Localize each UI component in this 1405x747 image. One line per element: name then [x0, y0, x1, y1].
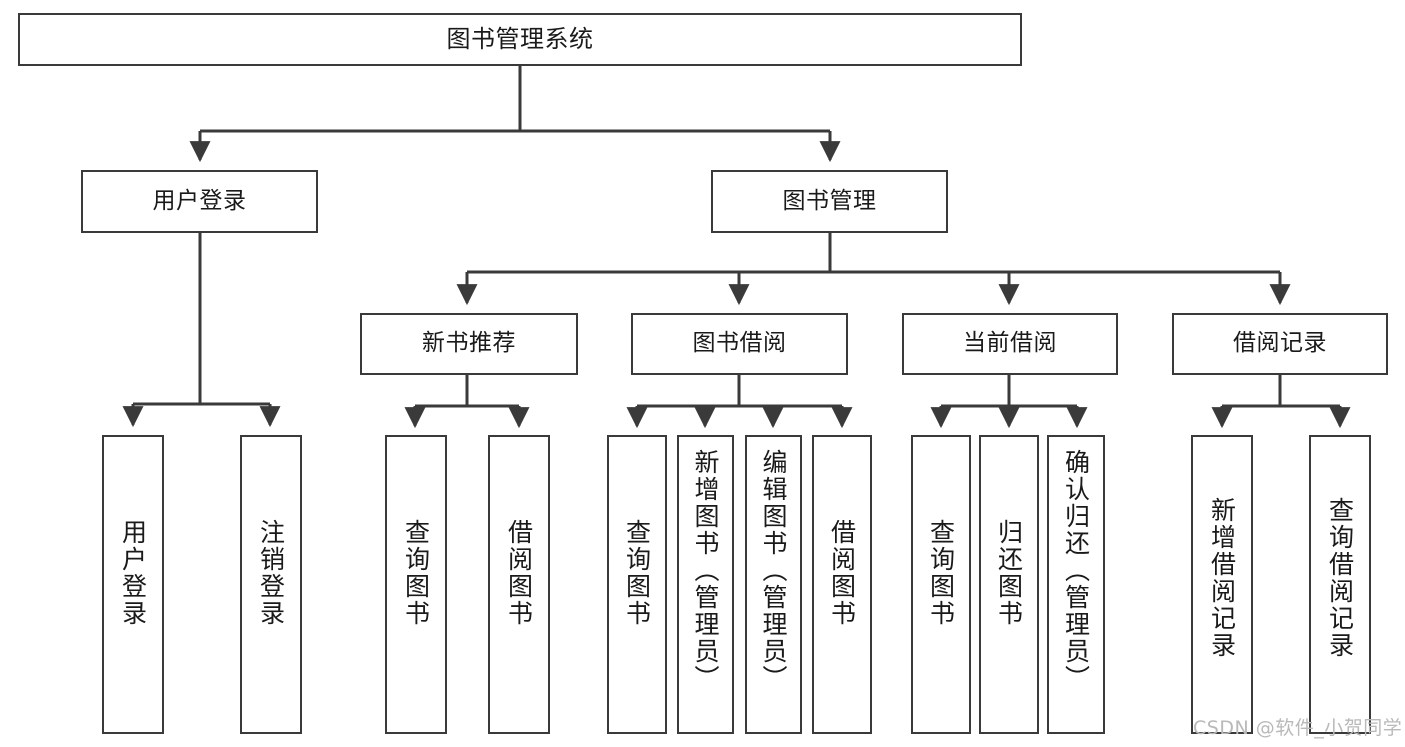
node-root-label: 图书管理系统 [446, 25, 594, 54]
node-leaf-add-record-label: 新增借阅记录 [1207, 497, 1237, 659]
node-book-borrow-label: 图书借阅 [692, 330, 787, 357]
node-leaf-query-book-1[interactable]: 查询图书 [385, 435, 447, 734]
node-leaf-query-book-3[interactable]: 查询图书 [911, 435, 971, 734]
node-book-manage[interactable]: 图书管理 [711, 170, 948, 233]
node-leaf-logout-login-label: 注销登录 [256, 519, 286, 627]
node-borrow-record[interactable]: 借阅记录 [1172, 313, 1388, 375]
node-leaf-add-record[interactable]: 新增借阅记录 [1191, 435, 1253, 734]
node-leaf-query-book-1-label: 查询图书 [401, 519, 431, 627]
node-new-book-recommend[interactable]: 新书推荐 [360, 313, 578, 375]
node-leaf-confirm-return-label: 确认归还（管理员） [1061, 449, 1091, 692]
node-leaf-borrow-book-1-label: 借阅图书 [504, 519, 534, 627]
node-user-login-label: 用户登录 [152, 187, 247, 214]
node-leaf-query-book-2-label: 查询图书 [622, 519, 652, 627]
node-book-manage-label: 图书管理 [782, 187, 877, 214]
node-leaf-borrow-book-2-label: 借阅图书 [827, 519, 857, 627]
node-leaf-edit-book[interactable]: 编辑图书（管理员） [745, 435, 802, 734]
node-leaf-user-login[interactable]: 用户登录 [102, 435, 164, 734]
node-leaf-return-book[interactable]: 归还图书 [979, 435, 1039, 734]
node-book-borrow[interactable]: 图书借阅 [631, 313, 848, 375]
node-current-borrow[interactable]: 当前借阅 [902, 313, 1118, 375]
node-root[interactable]: 图书管理系统 [18, 13, 1022, 66]
node-leaf-borrow-book-1[interactable]: 借阅图书 [488, 435, 550, 734]
node-leaf-query-book-2[interactable]: 查询图书 [607, 435, 667, 734]
node-leaf-confirm-return[interactable]: 确认归还（管理员） [1047, 435, 1105, 734]
node-current-borrow-label: 当前借阅 [963, 330, 1057, 357]
node-leaf-query-record-label: 查询借阅记录 [1325, 497, 1355, 659]
node-leaf-borrow-book-2[interactable]: 借阅图书 [812, 435, 872, 734]
node-leaf-user-login-label: 用户登录 [118, 519, 148, 627]
node-borrow-record-label: 借阅记录 [1233, 330, 1327, 357]
node-leaf-add-book[interactable]: 新增图书（管理员） [677, 435, 734, 734]
node-leaf-return-book-label: 归还图书 [994, 519, 1024, 627]
node-user-login[interactable]: 用户登录 [81, 170, 318, 233]
node-leaf-add-book-label: 新增图书（管理员） [691, 449, 720, 692]
node-leaf-query-record[interactable]: 查询借阅记录 [1309, 435, 1371, 734]
node-leaf-query-book-3-label: 查询图书 [926, 519, 956, 627]
node-leaf-edit-book-label: 编辑图书（管理员） [759, 449, 788, 692]
node-leaf-logout-login[interactable]: 注销登录 [240, 435, 302, 734]
node-new-book-recommend-label: 新书推荐 [422, 330, 516, 357]
